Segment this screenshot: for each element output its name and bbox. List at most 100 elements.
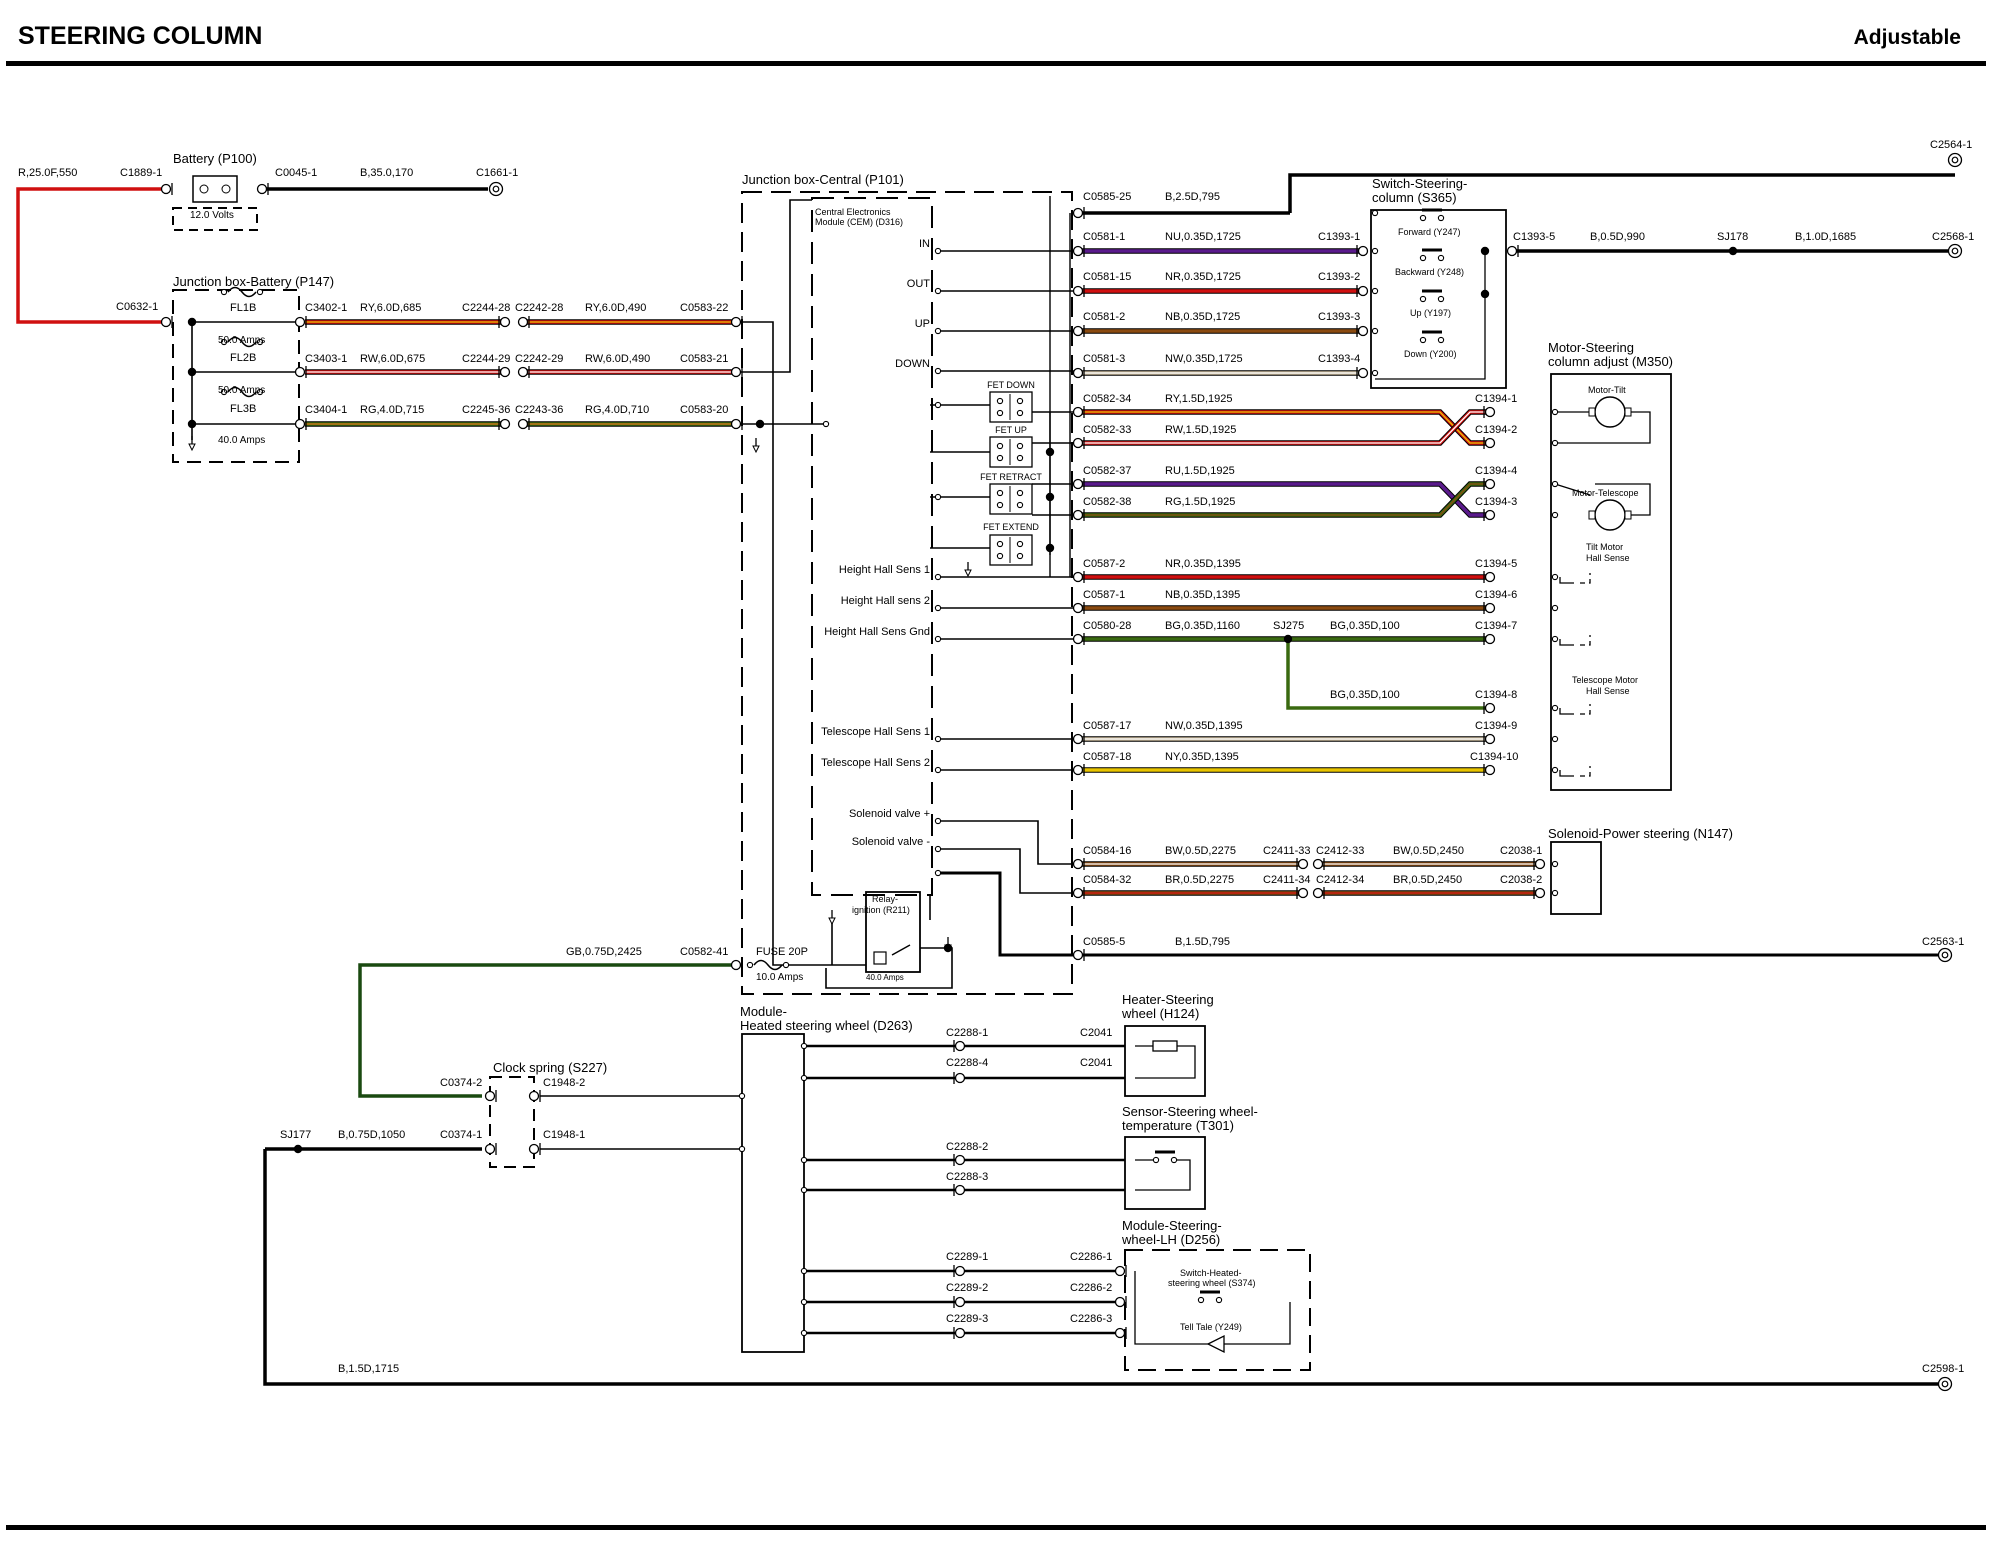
diagram-label: C2563-1 <box>1922 936 1964 948</box>
connector-symbol <box>1072 764 1084 776</box>
diagram-label: wheel (H124) <box>1121 1006 1199 1021</box>
diagram-label: BG,0.35D,1160 <box>1165 620 1240 632</box>
pin-symbol <box>934 247 942 255</box>
terminal-core <box>1951 247 1959 255</box>
diagram-label: C3402-1 <box>305 302 347 314</box>
diagram-label: 50.0 Amps <box>218 385 265 396</box>
pin-symbol <box>1551 511 1559 519</box>
diagram-label: B,1.0D,1685 <box>1795 231 1856 243</box>
pin-symbol <box>934 635 942 643</box>
tell-tale-lamp-icon <box>1206 1334 1225 1354</box>
connector-symbol <box>1072 887 1084 899</box>
relay-switch-icon <box>891 944 911 956</box>
diagram-label: NR,0.35D,1395 <box>1165 558 1241 570</box>
relay-box <box>865 891 921 973</box>
diagram-label: Hall Sense <box>1586 686 1630 696</box>
pin-symbol <box>1437 295 1445 303</box>
diagram-label: C1393-3 <box>1318 311 1360 323</box>
wire-b15b <box>263 1149 1945 1386</box>
diagram-label: Battery (P100) <box>173 151 257 166</box>
diagram-label: column adjust (M350) <box>1548 354 1673 369</box>
connector-symbol <box>954 1327 966 1339</box>
diagram-label: Tilt Motor <box>1586 542 1623 552</box>
hall-sensor-dash <box>1580 704 1591 715</box>
diagram-label: RG,1.5D,1925 <box>1165 496 1235 508</box>
diagram-label: Switch-Steering- <box>1372 176 1467 191</box>
diagram-label: Module- <box>740 1004 787 1019</box>
connector-symbol <box>1072 858 1084 870</box>
diagram-label: C0583-22 <box>680 302 728 314</box>
pin-symbol <box>996 540 1004 548</box>
diagram-label: BR,0.5D,2275 <box>1165 874 1234 886</box>
diagram-label: C2288-4 <box>946 1057 988 1069</box>
pin-symbol <box>800 1186 808 1194</box>
connector-symbol <box>954 1184 966 1196</box>
hall-sensor-dash <box>1580 573 1591 584</box>
wire-ry15-tracer <box>1078 411 1490 444</box>
cem-pin-label: OUT <box>907 278 931 290</box>
diagram-label: C0582-37 <box>1083 465 1131 477</box>
wire-rg15-base <box>1078 482 1490 517</box>
heater-element-icon <box>1152 1040 1178 1052</box>
diagram-label: FL3B <box>230 403 256 415</box>
diagram-label: C1394-7 <box>1475 620 1517 632</box>
diagram-label: C1394-8 <box>1475 689 1517 701</box>
diagram-label: Down (Y200) <box>1404 349 1457 359</box>
wire-sol-plus <box>938 820 1303 865</box>
connector-symbol <box>730 418 742 430</box>
diagram-label: RY,6.0D,490 <box>585 302 646 314</box>
diagram-label: RY,6.0D,685 <box>360 302 421 314</box>
diagram-label: C2244-29 <box>462 353 510 365</box>
pin-symbol <box>800 1042 808 1050</box>
connector-symbol <box>1312 887 1324 899</box>
variant-label: Adjustable <box>1853 26 1961 49</box>
wire-ry15-outline <box>1078 409 1490 446</box>
diagram-label: RG,4.0D,715 <box>360 404 424 416</box>
diagram-label: GB,0.75D,2425 <box>566 946 642 958</box>
motor-brush <box>1624 510 1632 520</box>
diagram-label: Motor-Steering <box>1548 340 1634 355</box>
connector-symbol <box>1072 207 1084 219</box>
fet-down-icon <box>989 391 1033 423</box>
connector-symbol <box>1072 733 1084 745</box>
diagram-label: C0374-1 <box>440 1129 482 1141</box>
pin-symbol <box>1551 860 1559 868</box>
junction-dot <box>1045 447 1055 457</box>
diagram-label: Switch-Heated- <box>1180 1268 1242 1278</box>
diagram-label: RW,6.0D,490 <box>585 353 650 365</box>
diagram-label: NR,0.35D,1725 <box>1165 271 1241 283</box>
diagram-label: C2289-2 <box>946 1282 988 1294</box>
cem-pin-label: IN <box>919 238 930 250</box>
pin-symbol <box>1551 735 1559 743</box>
junction-dot <box>1045 543 1055 553</box>
diagram-label: Backward (Y248) <box>1395 267 1464 277</box>
diagram-label: C1394-9 <box>1475 720 1517 732</box>
junction-dot <box>187 419 197 429</box>
junction-dot <box>1480 289 1490 299</box>
diagram-label: Module (CEM) (D316) <box>815 217 903 227</box>
connector-symbol <box>1072 478 1084 490</box>
pin-symbol <box>1016 552 1024 560</box>
fuse-fl1b-icon <box>227 286 257 298</box>
wire-rw15-base <box>1078 410 1490 445</box>
pin-symbol <box>782 961 790 969</box>
diagram-label: wheel-LH (D256) <box>1121 1232 1220 1247</box>
wire-bg100b <box>1286 639 1490 710</box>
diagram-label: BW,0.5D,2450 <box>1393 845 1464 857</box>
motor-steering-box <box>1550 373 1672 791</box>
pin-symbol <box>256 338 264 346</box>
diagram-label: C0582-38 <box>1083 496 1131 508</box>
pin-symbol <box>934 845 942 853</box>
wire-rg15-outline <box>1078 481 1490 518</box>
connector-symbol <box>1114 1296 1126 1308</box>
diagram-label: C2286-1 <box>1070 1251 1112 1263</box>
diagram-label: SJ275 <box>1273 620 1304 632</box>
diagram-label: 50.0 Amps <box>218 335 265 346</box>
connector-symbol <box>484 1090 496 1102</box>
diagram-label: C1394-4 <box>1475 465 1517 477</box>
diagram-label: C0583-20 <box>680 404 728 416</box>
fet-up-icon <box>989 436 1033 468</box>
diagram-label: FL1B <box>230 302 256 314</box>
diagram-label: Central Electronics <box>815 207 891 217</box>
